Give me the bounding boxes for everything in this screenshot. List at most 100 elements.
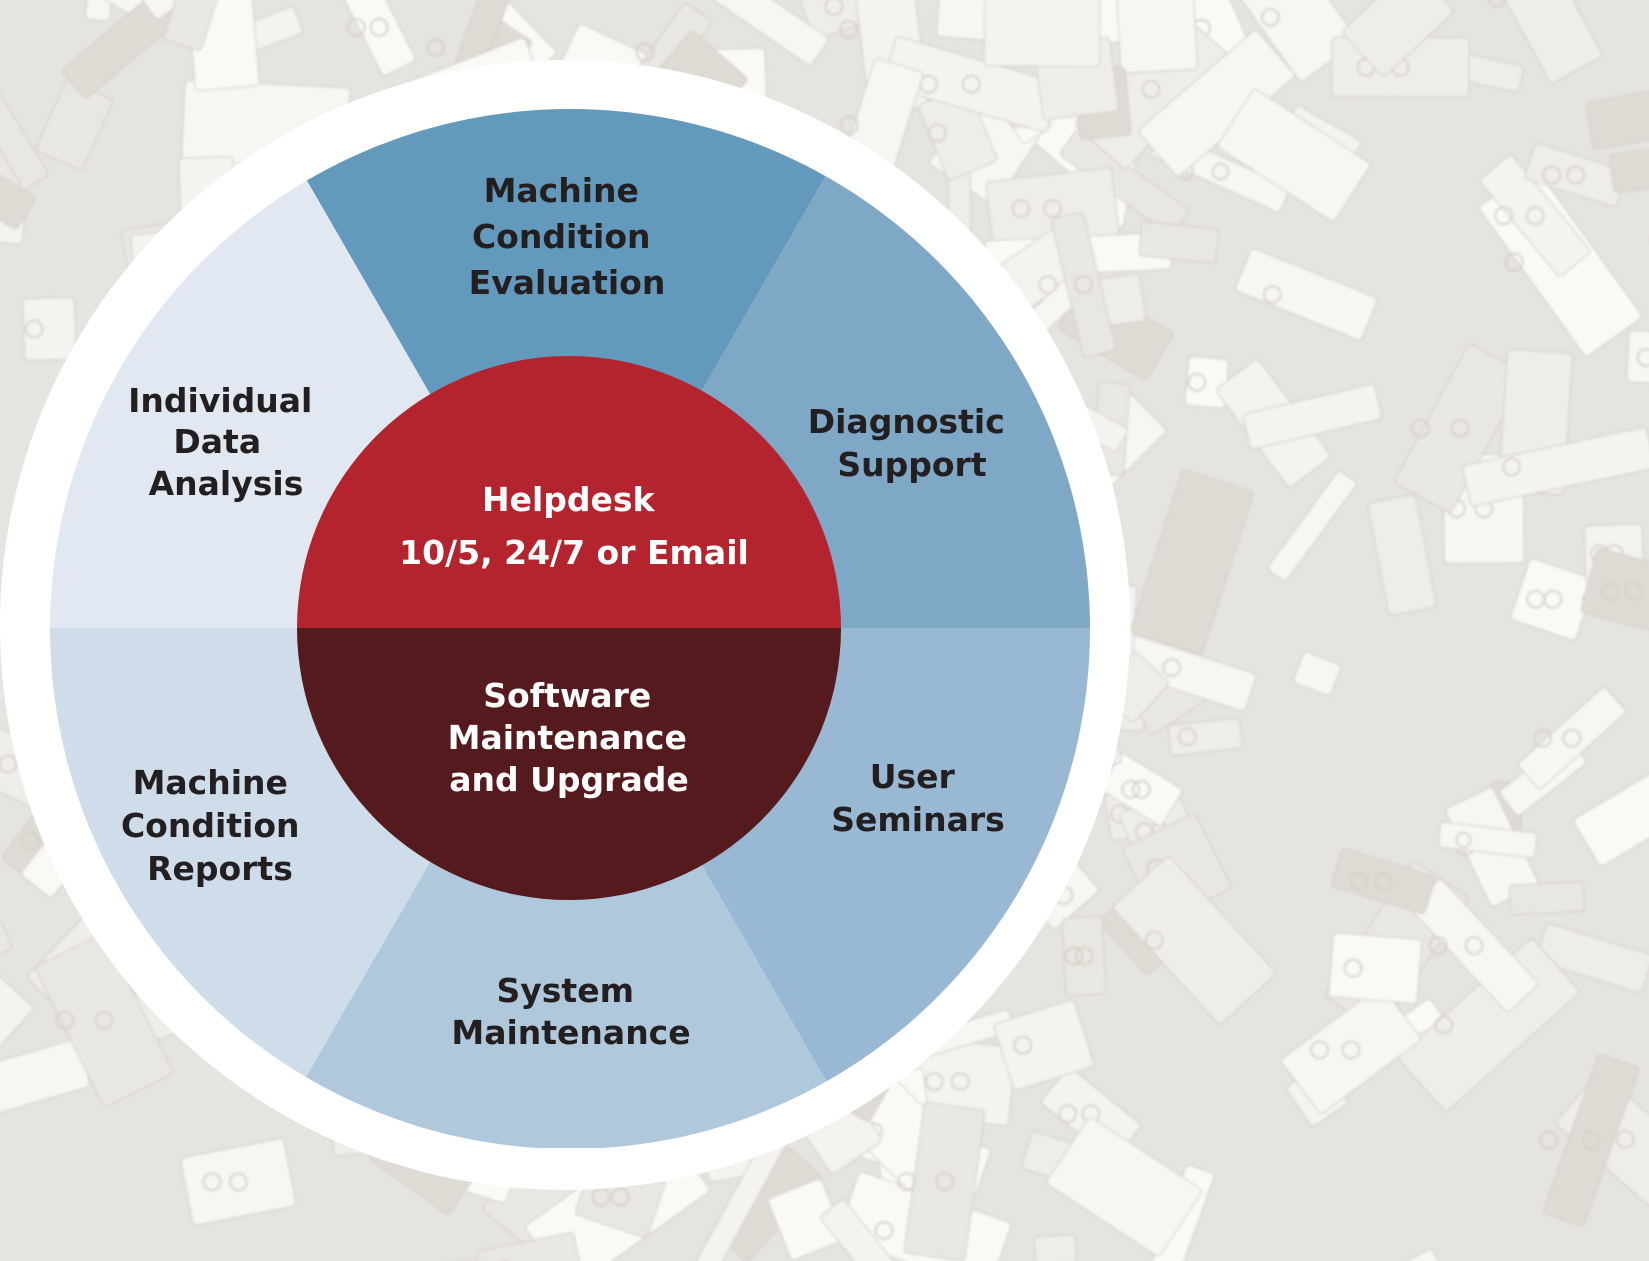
brick-stud	[1623, 582, 1643, 601]
brick-shape	[1242, 383, 1382, 450]
brick-stud	[961, 74, 981, 94]
brick-stud	[950, 1072, 970, 1091]
brick-shape	[983, 0, 1101, 68]
brick-shape	[476, 1232, 585, 1261]
brick-shape	[0, 120, 36, 230]
brick-stud	[1211, 162, 1230, 181]
brick-stud	[1262, 285, 1282, 304]
brick-shape	[1281, 986, 1421, 1114]
brick-stud	[1132, 780, 1151, 799]
brick-stud	[1562, 728, 1582, 748]
label-software-maintenance: Software Maintenance and Upgrade	[448, 676, 699, 799]
label-individual-data-analysis: Individual Data Analysis	[128, 381, 324, 503]
brick-stud	[20, 831, 40, 851]
brick-stud	[1374, 871, 1393, 891]
brick-stud	[1177, 727, 1197, 746]
brick-shape	[1394, 344, 1526, 513]
brick-stud	[1615, 1130, 1635, 1149]
brick-shape	[1293, 651, 1342, 696]
brick-shape	[22, 296, 77, 362]
brick-shape	[342, 0, 416, 76]
brick-stud	[1343, 958, 1363, 978]
brick-shape	[1367, 494, 1437, 616]
brick-stud	[1058, 1104, 1077, 1124]
brick-stud	[1074, 946, 1094, 966]
brick-shape	[1328, 932, 1423, 1004]
brick-stud	[1450, 418, 1470, 438]
brick-shape	[1580, 548, 1649, 635]
brick-stud	[928, 123, 947, 143]
brick-stud	[1121, 780, 1141, 799]
brick-shape	[0, 142, 21, 224]
brick-stud	[610, 1187, 630, 1207]
brick-stud	[1341, 1040, 1361, 1060]
brick-stud	[426, 38, 445, 57]
brick-shape	[1585, 89, 1649, 150]
brick-stud	[1600, 582, 1620, 601]
brick-stud	[0, 754, 18, 774]
brick-shape	[1217, 89, 1371, 222]
label-diagnostic-support: Diagnostic Support	[808, 402, 1017, 484]
brick-shape	[1112, 0, 1199, 74]
label-machine-condition-evaluation: Machine Condition Evaluation	[469, 171, 666, 302]
brick-shape	[1342, 0, 1454, 77]
brick-stud	[935, 1172, 954, 1191]
label-machine-condition-reports: Machine Condition Reports	[121, 763, 311, 888]
brick-stud	[1566, 165, 1586, 185]
brick-stud	[874, 1221, 894, 1240]
brick-stud	[1636, 348, 1649, 367]
brick-shape	[1034, 1234, 1077, 1261]
brick-stud	[1434, 1015, 1454, 1035]
brick-stud	[1428, 936, 1448, 955]
brick-stud	[1487, 0, 1507, 8]
brick-shape	[820, 1199, 900, 1261]
label-system-maintenance: System Maintenance	[451, 971, 690, 1052]
brick-stud	[1542, 165, 1561, 185]
brick-stud	[1038, 275, 1058, 295]
brick-stud	[1349, 871, 1369, 891]
brick-stud	[1502, 457, 1521, 477]
brick-stud	[1533, 728, 1552, 748]
brick-shape	[180, 1138, 297, 1226]
brick-stud	[1411, 418, 1430, 438]
brick-shape	[0, 921, 12, 970]
brick-shape	[692, 0, 829, 66]
brick-stud	[202, 1172, 222, 1192]
brick-stud	[1144, 930, 1164, 950]
label-helpdesk: Helpdesk 10/5, 24/7 or Email	[399, 480, 749, 572]
brick-stud	[635, 42, 655, 62]
center-top-half	[297, 356, 841, 628]
brick-stud	[1543, 589, 1563, 609]
brick-shape	[1138, 221, 1219, 264]
brick-shape	[1626, 330, 1649, 386]
brick-stud	[228, 1172, 248, 1192]
brick-shape	[1113, 856, 1276, 1025]
brick-shape	[1543, 1054, 1639, 1227]
label-user-seminars: User Seminars	[831, 757, 1005, 839]
brick-stud	[1494, 206, 1513, 226]
brick-shape	[1536, 923, 1649, 993]
brick-shape	[1235, 248, 1378, 341]
brick-shape	[1374, 1249, 1441, 1261]
brick-stud	[1261, 7, 1280, 27]
brick-stud	[94, 1010, 114, 1030]
brick-stud	[1310, 1040, 1329, 1060]
brick-stud	[1455, 831, 1472, 849]
brick-stud	[1539, 1130, 1559, 1150]
brick-shape	[1267, 470, 1357, 582]
brick-shape	[1462, 427, 1649, 507]
brick-stud	[346, 17, 366, 37]
brick-stud	[24, 319, 44, 339]
brick-stud	[897, 1172, 916, 1191]
brick-stud	[369, 17, 389, 37]
brick-stud	[1162, 658, 1182, 678]
brick-stud	[1043, 199, 1062, 219]
brick-shape	[1473, 0, 1603, 84]
brick-stud	[1464, 936, 1484, 955]
brick-shape	[35, 933, 173, 1107]
brick-shape	[800, 0, 889, 40]
brick-shape	[1438, 821, 1538, 859]
brick-stud	[924, 1072, 944, 1091]
brick-shape	[1061, 916, 1107, 997]
